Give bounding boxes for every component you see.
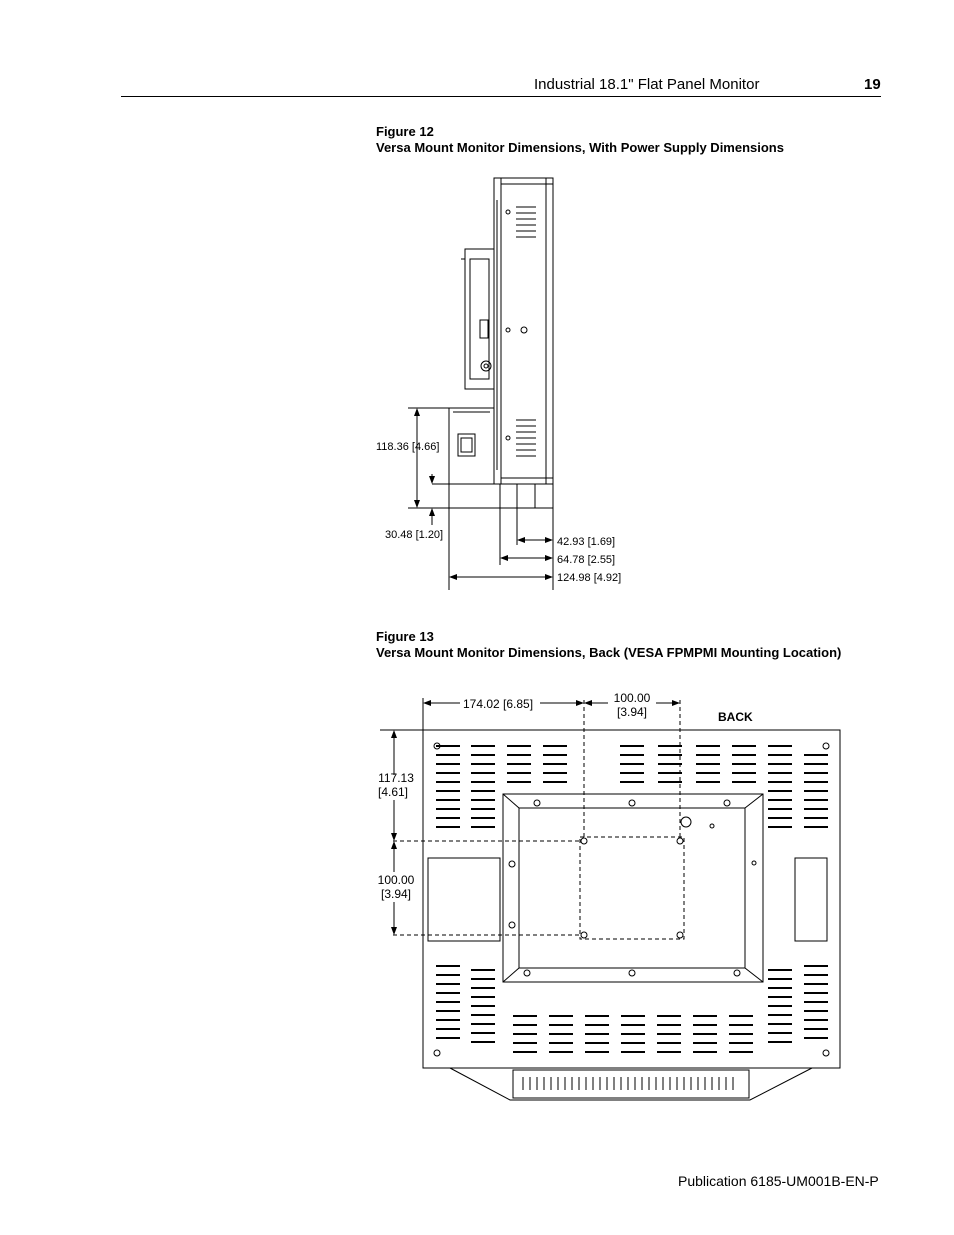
figure-12-number: Figure 12 xyxy=(376,124,434,139)
dim-height-offset: 30.48 [1.20] xyxy=(385,529,443,541)
dim-depth-2: 64.78 [2.55] xyxy=(557,554,615,566)
footer-publication: Publication 6185-UM001B-EN-P xyxy=(678,1173,879,1189)
figure-12-label: Figure 12 Versa Mount Monitor Dimensions… xyxy=(376,124,784,156)
dim-height-psu: 118.36 [4.66] xyxy=(376,441,439,453)
dim-vesa-width-in: [3.94] xyxy=(617,705,647,719)
figure-12-caption: Versa Mount Monitor Dimensions, With Pow… xyxy=(376,140,784,155)
figure-13-label: Figure 13 Versa Mount Monitor Dimensions… xyxy=(376,629,841,661)
dim-vertical-offset-in: [4.61] xyxy=(378,785,408,799)
dim-depth-3: 124.98 [4.92] xyxy=(557,572,621,584)
dim-vesa-height-in: [3.94] xyxy=(381,887,411,901)
figure-13-number: Figure 13 xyxy=(376,629,434,644)
dim-vesa-width-mm: 100.00 xyxy=(614,691,651,705)
page-number: 19 xyxy=(864,76,881,93)
figure-13-caption: Versa Mount Monitor Dimensions, Back (VE… xyxy=(376,645,842,660)
dim-vesa-height-mm: 100.00 xyxy=(378,873,415,887)
dim-horizontal-offset: 174.02 [6.85] xyxy=(463,697,533,711)
back-view-label: BACK xyxy=(718,710,753,724)
running-header-title: Industrial 18.1" Flat Panel Monitor xyxy=(534,76,760,93)
dim-vertical-offset-mm: 117.13 xyxy=(378,771,414,785)
header-rule xyxy=(121,96,881,97)
dim-depth-1: 42.93 [1.69] xyxy=(557,536,615,548)
